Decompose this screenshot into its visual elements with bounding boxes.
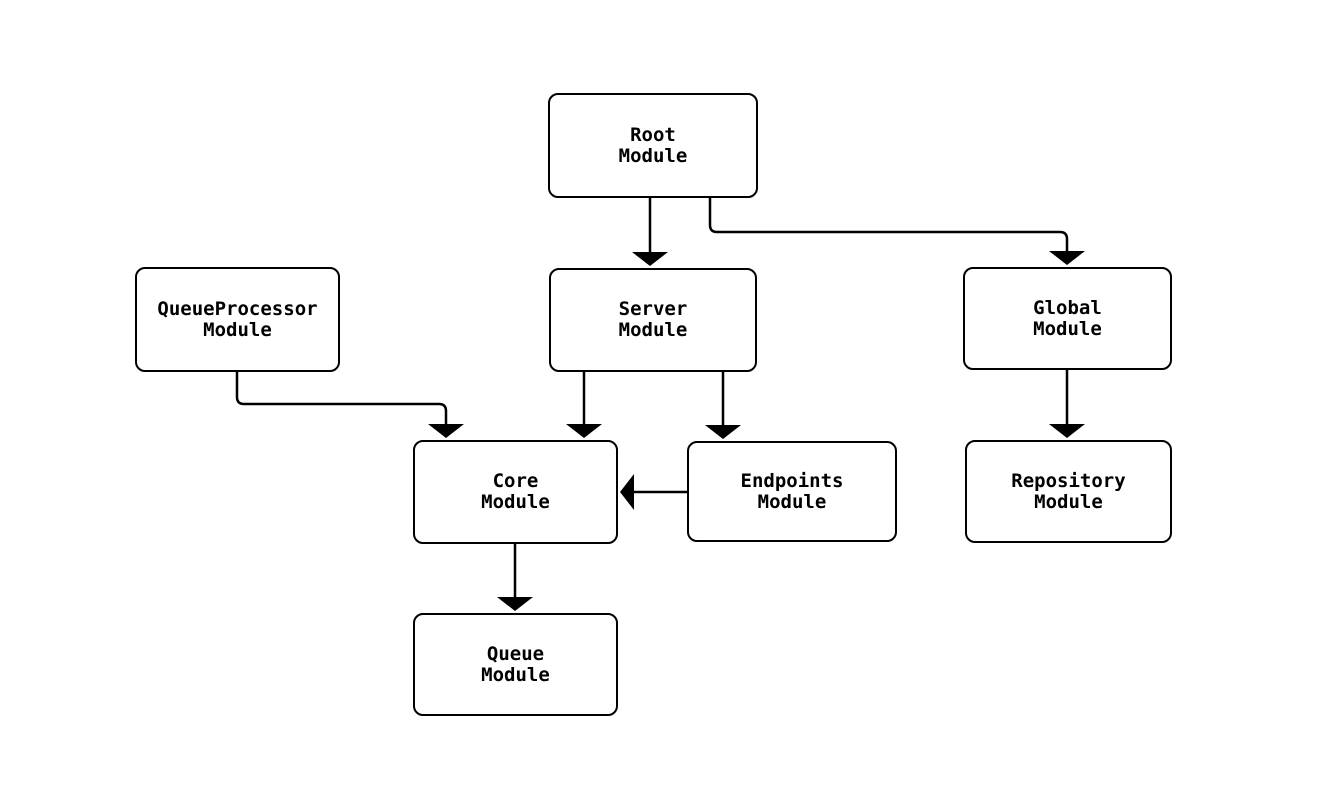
edge-root-module-to-global-module xyxy=(708,198,1085,265)
edge-queueprocessor-module-to-core-module xyxy=(235,372,464,438)
node-root-module: Root Module xyxy=(548,93,758,198)
node-label: Repository Module xyxy=(1011,469,1126,513)
node-label: Global Module xyxy=(1033,296,1102,340)
node-endpoints-module: Endpoints Module xyxy=(687,441,897,542)
node-label: Server Module xyxy=(618,298,688,341)
node-label: Root Module xyxy=(618,123,688,167)
node-label: QueueProcessor Module xyxy=(157,297,318,341)
node-label: Queue Module xyxy=(481,642,550,686)
node-core-module: Core Module xyxy=(413,440,618,544)
node-queue-module: Queue Module xyxy=(413,613,618,716)
node-server-module: Server Module xyxy=(549,268,757,372)
node-queueprocessor-module: QueueProcessor Module xyxy=(135,267,340,372)
node-label: Core Module xyxy=(481,470,550,513)
node-repository-module: Repository Module xyxy=(965,440,1172,543)
node-label: Endpoints Module xyxy=(740,469,844,513)
node-global-module: Global Module xyxy=(963,267,1172,370)
